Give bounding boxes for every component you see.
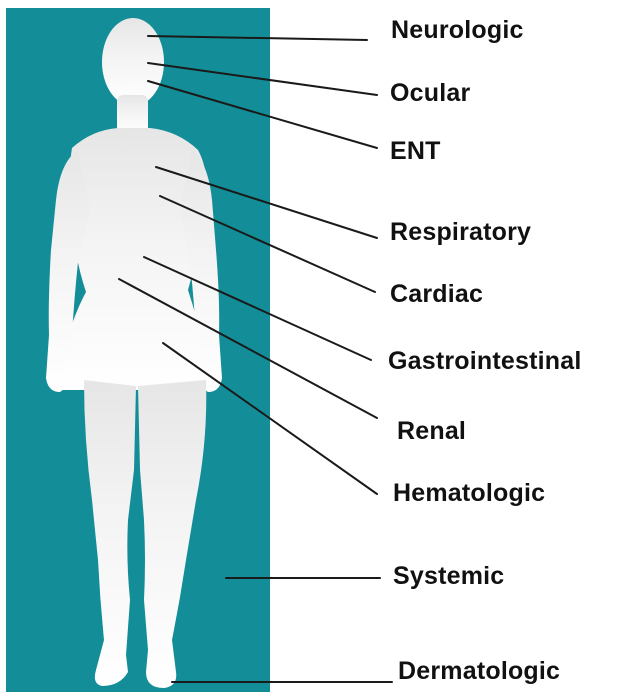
label-dermatologic: Dermatologic	[398, 659, 560, 684]
label-respiratory: Respiratory	[390, 220, 531, 245]
torso	[60, 128, 210, 390]
label-neurologic: Neurologic	[391, 18, 524, 43]
label-gastrointestinal: Gastrointestinal	[388, 349, 582, 374]
label-renal: Renal	[397, 419, 466, 444]
label-hematologic: Hematologic	[393, 481, 545, 506]
label-cardiac: Cardiac	[390, 282, 483, 307]
label-systemic: Systemic	[393, 564, 504, 589]
label-ent: ENT	[390, 139, 441, 164]
label-ocular: Ocular	[390, 81, 470, 106]
head	[102, 18, 164, 106]
